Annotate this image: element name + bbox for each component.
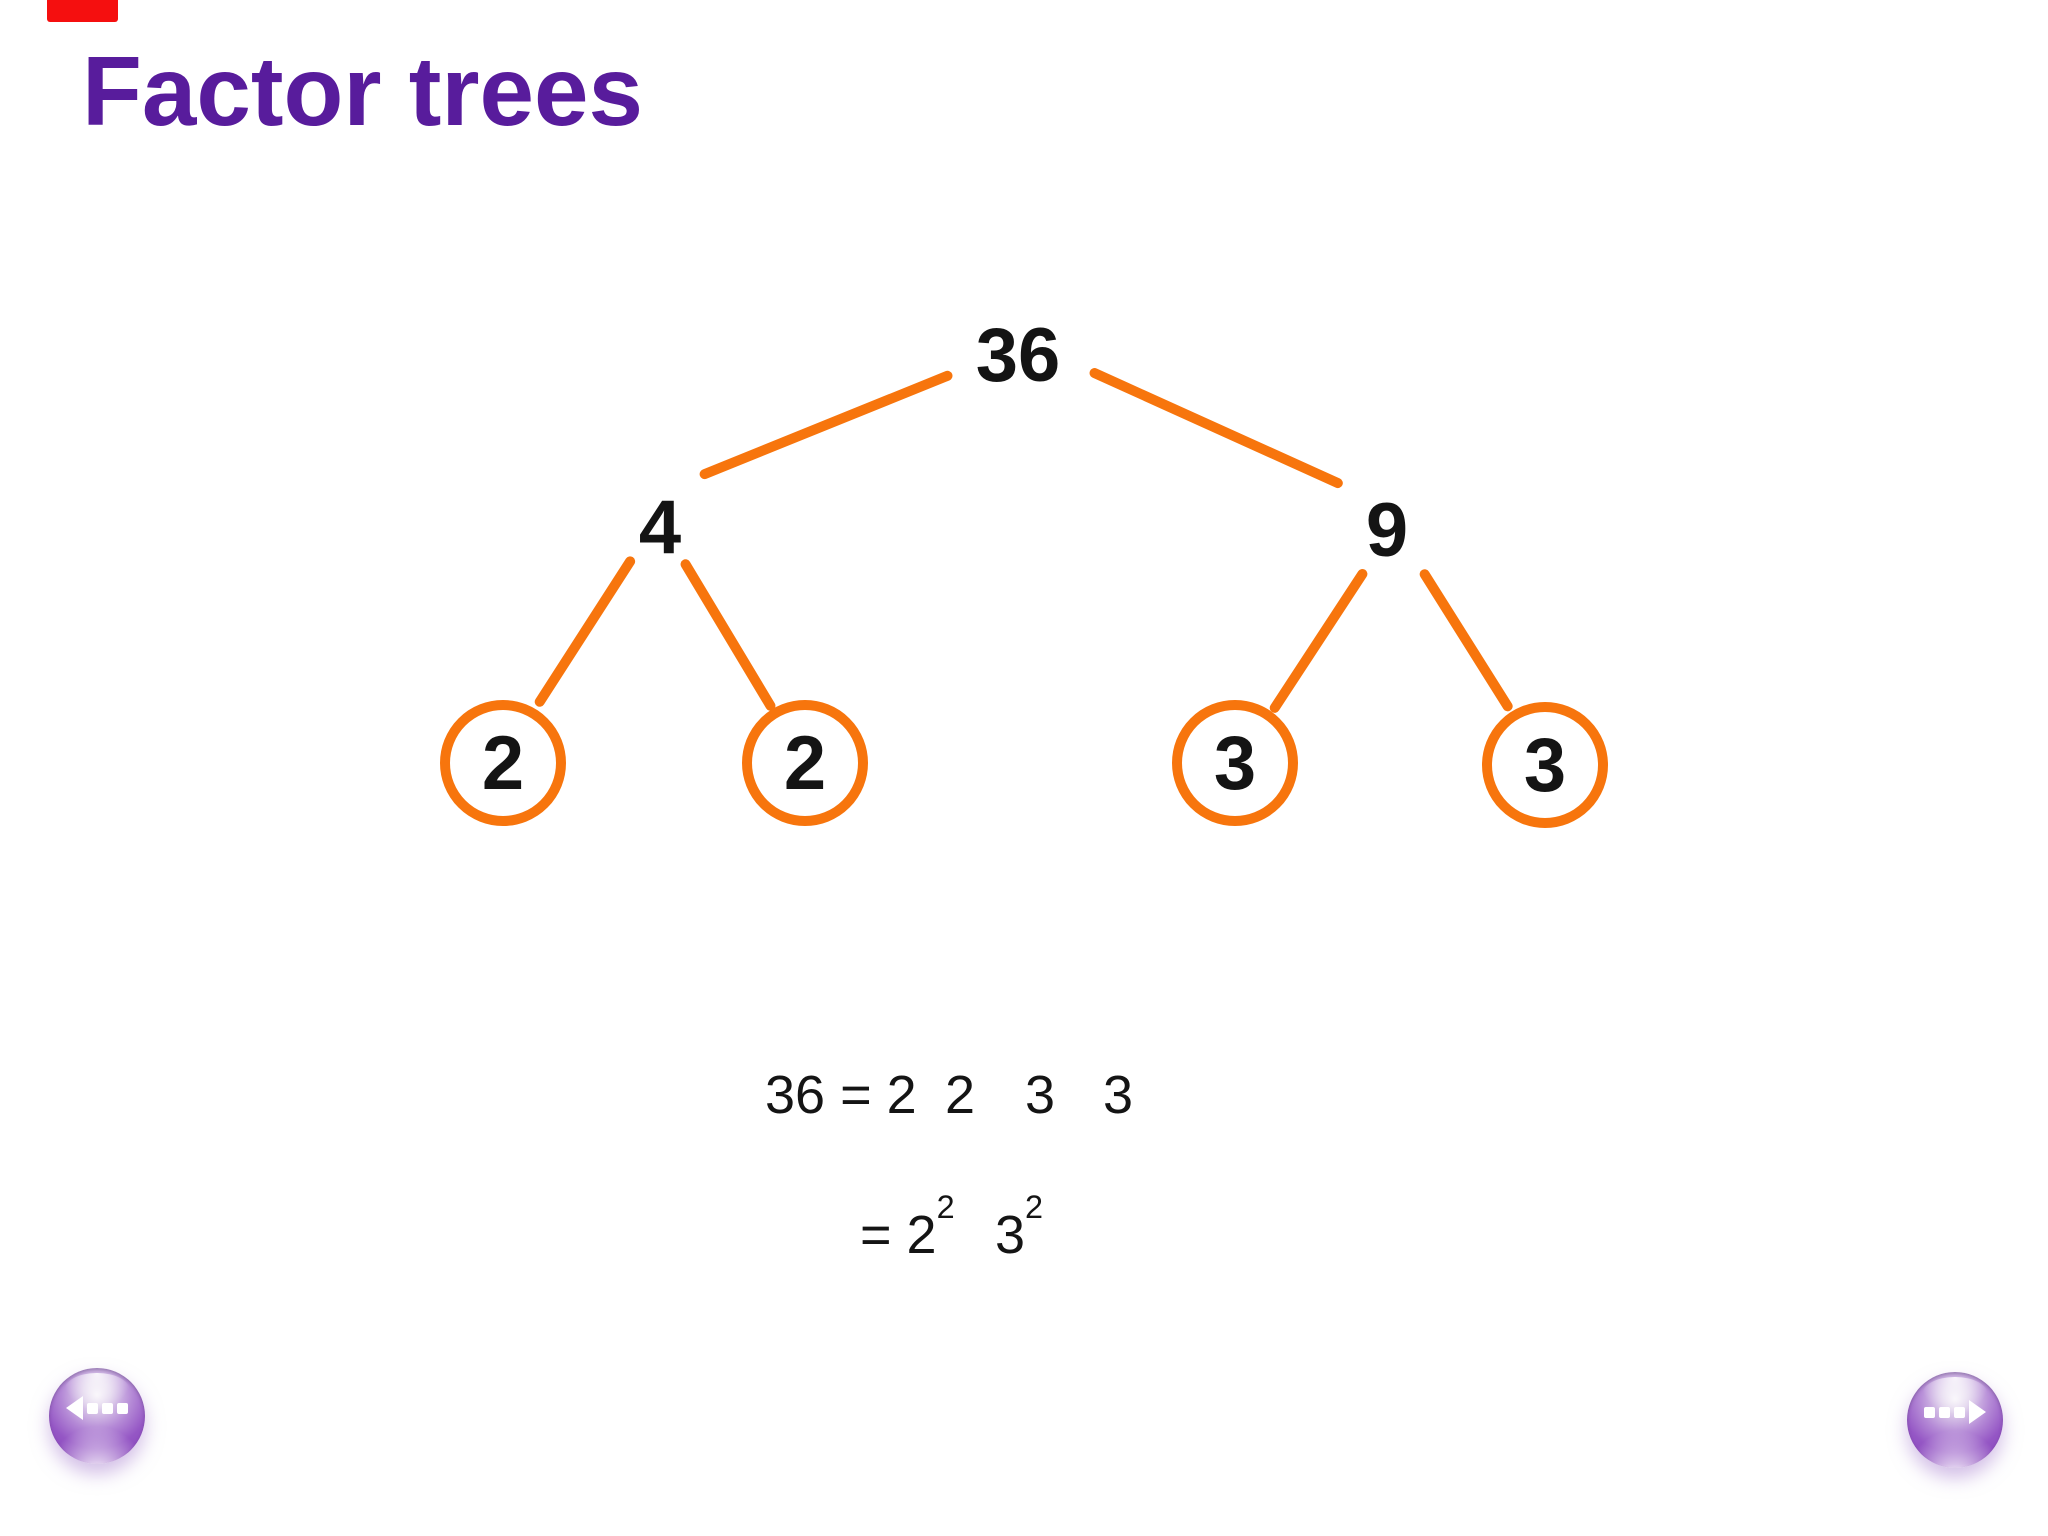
branch-line-4-leaf1 (532, 554, 638, 709)
tree-branch-value-right: 9 (1365, 488, 1409, 573)
branch-line-36-4 (698, 369, 954, 481)
forward-arrow-icon (1924, 1400, 1986, 1425)
prime-leaf-value: 3 (1523, 722, 1567, 808)
prime-leaf-value: 3 (1213, 720, 1257, 806)
previous-slide-button[interactable] (49, 1368, 145, 1464)
equation-token: 3 (1103, 1065, 1134, 1125)
equation-token: = 22 (860, 1191, 955, 1265)
prime-leaf-circle: 2 (742, 700, 868, 826)
prime-leaf-circle: 3 (1482, 702, 1608, 828)
index-form-line: = 22 32 (0, 1191, 2048, 1278)
branch-line-4-leaf2 (678, 557, 778, 713)
prime-leaf-value: 2 (783, 720, 827, 806)
equation-exponent: 2 (1025, 1188, 1044, 1225)
branch-line-9-leaf3 (1267, 567, 1370, 715)
prime-leaf-value: 2 (481, 720, 525, 806)
equation-base: 3 (995, 1205, 1026, 1265)
equation-token: 32 (995, 1191, 1043, 1265)
branch-line-36-9 (1087, 366, 1345, 490)
dot-icon (102, 1402, 113, 1414)
tree-root-value: 36 (975, 313, 1061, 398)
next-slide-button[interactable] (1907, 1372, 2003, 1468)
dot-icon (117, 1402, 128, 1414)
equation-exponent: 2 (936, 1188, 955, 1225)
prime-leaf-circle: 3 (1172, 700, 1298, 826)
left-triangle-icon (66, 1396, 83, 1421)
dot-icon (1924, 1406, 1935, 1418)
prime-leaf-circle: 2 (440, 700, 566, 826)
slide-title: Factor trees (82, 36, 644, 146)
equation-token: 2 (945, 1065, 976, 1125)
recording-indicator (47, 0, 118, 22)
equation-token: 3 (1025, 1065, 1056, 1125)
dot-icon (87, 1402, 98, 1414)
equation-base: = 2 (860, 1205, 937, 1265)
tree-branch-value-left: 4 (638, 485, 682, 570)
prime-factorisation-line: 36 = 2 2 3 3 (0, 1068, 2048, 1128)
branch-line-9-leaf4 (1417, 567, 1515, 714)
right-triangle-icon (1969, 1400, 1986, 1425)
back-arrow-icon (66, 1396, 128, 1421)
equation-token: 36 = 2 (765, 1065, 917, 1125)
dot-icon (1954, 1406, 1965, 1418)
dot-icon (1939, 1406, 1950, 1418)
